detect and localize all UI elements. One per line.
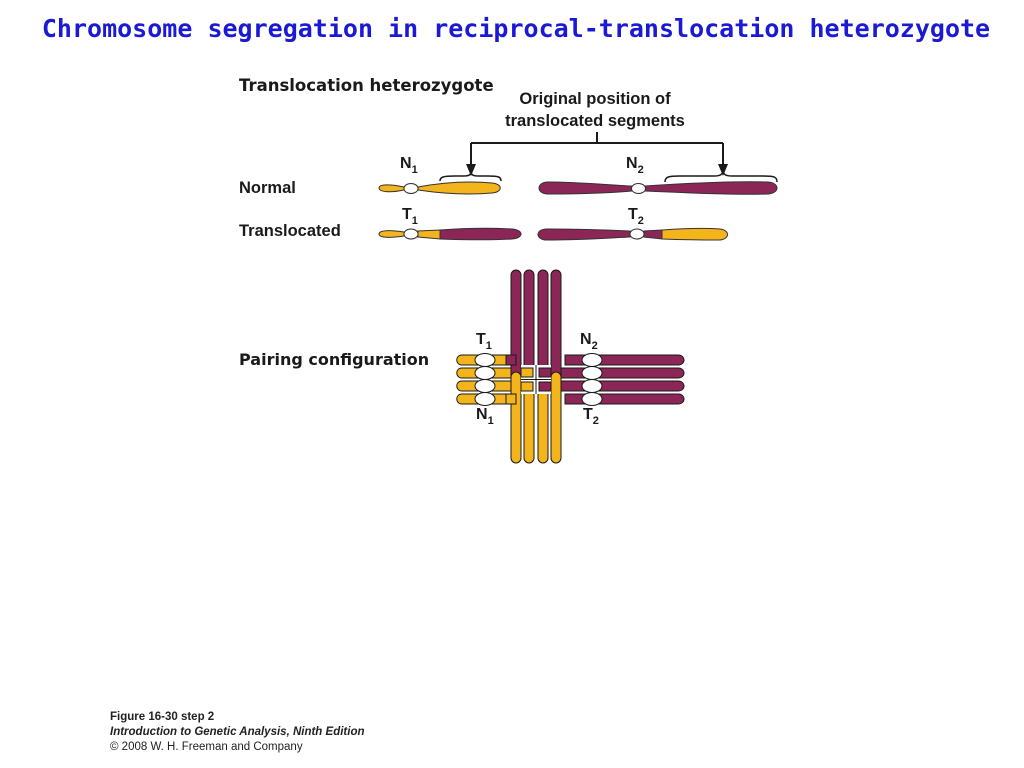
row-label-normal: Normal [239, 179, 296, 197]
pair-label-n2: N2 [580, 331, 598, 352]
segment-brace-n2 [664, 170, 778, 183]
annotation-line-2: translocated segments [505, 112, 685, 130]
annotation-bracket [470, 132, 724, 166]
chromosome-n1 [378, 181, 501, 195]
label-n1: N1 [400, 155, 418, 176]
right-strands [560, 354, 685, 405]
slide-title: Chromosome segregation in reciprocal-tra… [41, 14, 991, 43]
pair-label-n1: N1 [476, 406, 494, 427]
figure-caption: Figure 16-30 step 2 Introduction to Gene… [110, 710, 365, 755]
arrow-down-icon [718, 164, 728, 176]
pair-label-t2: T2 [583, 406, 599, 427]
arrow-down-icon [466, 164, 476, 176]
label-t2: T2 [628, 206, 644, 227]
pairing-configuration-label: Pairing configuration [239, 350, 429, 369]
centromeres-left [474, 353, 496, 406]
segment-brace-n1 [439, 171, 502, 182]
chromosome-n2 [538, 181, 778, 195]
caption-book-title: Introduction to Genetic Analysis, Ninth … [110, 726, 365, 738]
caption-copyright: © 2008 W. H. Freeman and Company [110, 741, 303, 753]
row-label-translocated: Translocated [239, 222, 341, 240]
pair-label-t1: T1 [476, 331, 492, 352]
centromeres-right [581, 353, 603, 406]
bottom-yellow-arms [510, 371, 562, 464]
central-junction [520, 365, 552, 394]
label-n2: N2 [626, 155, 644, 176]
annotation-line-1: Original position of [519, 90, 671, 108]
label-t1: T1 [402, 206, 418, 227]
caption-figure-number: Figure 16-30 step 2 [110, 711, 215, 723]
figure-heading: Translocation heterozygote [239, 76, 494, 95]
pairing-configuration-diagram [456, 269, 685, 464]
chromosome-t2 [537, 227, 728, 241]
chromosome-t1 [378, 227, 522, 241]
